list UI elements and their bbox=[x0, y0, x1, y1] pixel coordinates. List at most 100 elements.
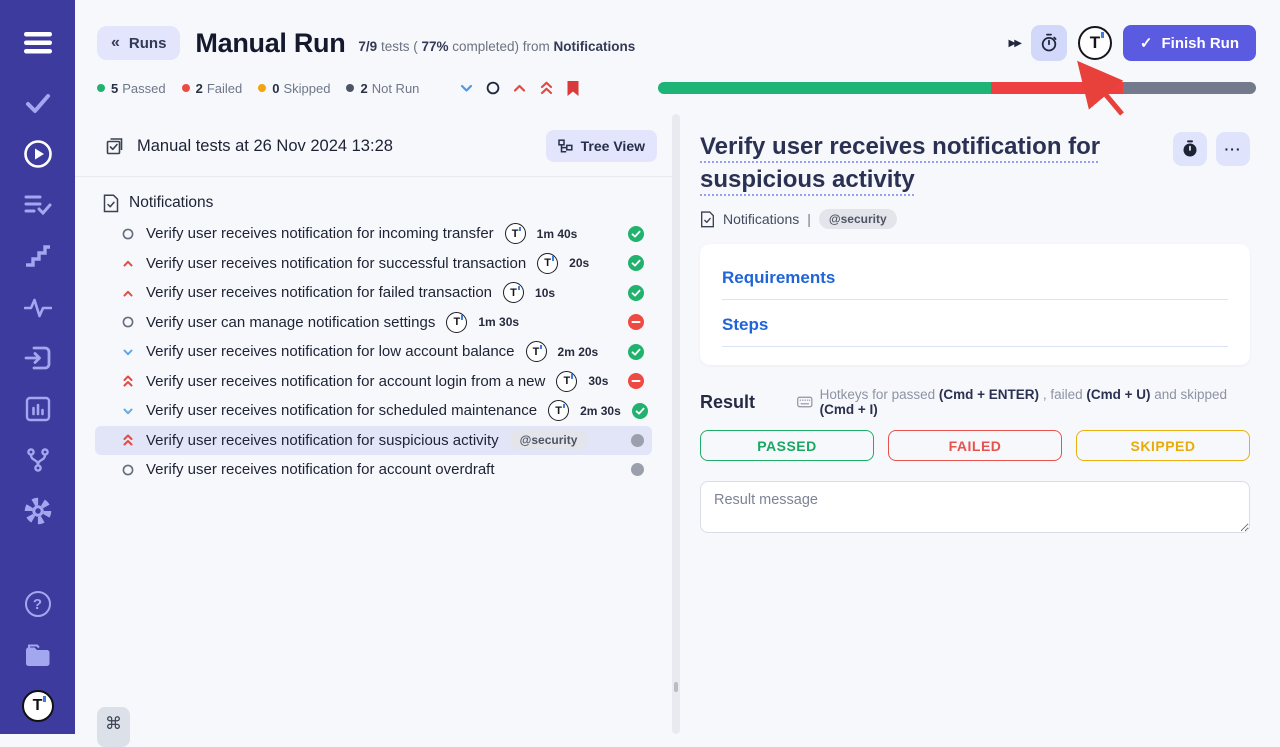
gear-icon bbox=[24, 497, 51, 525]
test-title: Verify user receives notification for lo… bbox=[146, 343, 515, 361]
hotkeys-hint: Hotkeys for passed (Cmd + ENTER) , faile… bbox=[797, 387, 1250, 417]
sidebar-item-tests[interactable] bbox=[21, 86, 55, 120]
result-passed-icon bbox=[631, 402, 648, 419]
command-icon: ⌘ bbox=[105, 714, 122, 733]
sidebar-item-pulse[interactable] bbox=[21, 290, 55, 324]
priority-normal-icon bbox=[121, 227, 135, 241]
percent-completed: 77% bbox=[421, 38, 449, 54]
logo-icon[interactable]: T bbox=[1077, 26, 1112, 60]
test-list: Notifications Verify user receives notif… bbox=[75, 177, 672, 485]
main-area: « Runs Manual Run 7/9 tests ( 77% comple… bbox=[75, 0, 1280, 747]
breadcrumb-folder[interactable]: Notifications bbox=[723, 211, 800, 227]
pane-divider[interactable] bbox=[672, 114, 680, 734]
result-message-input[interactable] bbox=[700, 481, 1250, 533]
tests-fraction: 7/9 bbox=[358, 38, 378, 54]
test-detail-pane: Verify user receives notification for su… bbox=[680, 114, 1280, 734]
progress-notrun-segment bbox=[1123, 82, 1256, 94]
sidebar-item-runs[interactable] bbox=[21, 137, 55, 171]
back-to-runs-button[interactable]: « Runs bbox=[97, 26, 181, 60]
steps-link[interactable]: Steps bbox=[722, 315, 1228, 347]
more-icon: ··· bbox=[1224, 141, 1242, 157]
filter-icons bbox=[459, 80, 580, 97]
count-not-run: 2 Not Run bbox=[346, 81, 419, 96]
test-row[interactable]: Verify user receives notification for su… bbox=[95, 249, 652, 279]
priority-highest-icon bbox=[121, 432, 135, 448]
bookmark-icon[interactable] bbox=[566, 80, 580, 97]
sidebar-item-test-plans[interactable] bbox=[21, 188, 55, 222]
bar-chart-icon bbox=[25, 396, 50, 422]
sidebar-menu-button[interactable] bbox=[21, 26, 55, 60]
content-area: Manual tests at 26 Nov 2024 13:28 Tree V… bbox=[75, 114, 1280, 747]
result-not-run-icon bbox=[631, 433, 644, 447]
pulse-icon bbox=[23, 298, 52, 318]
app-sidebar: ? T bbox=[0, 0, 75, 734]
page-title: Manual Run bbox=[195, 27, 346, 58]
branch-icon bbox=[26, 448, 49, 472]
test-row-selected[interactable]: Verify user receives notification for su… bbox=[95, 425, 652, 455]
test-row[interactable]: Verify user receives notification for ac… bbox=[95, 455, 652, 485]
check-icon bbox=[25, 94, 50, 113]
suite-name: Notifications bbox=[129, 194, 214, 211]
breadcrumb-tag[interactable]: @security bbox=[818, 209, 897, 229]
test-duration: 1m 40s bbox=[536, 226, 578, 241]
priority-normal-icon bbox=[121, 315, 135, 329]
logo-icon: T bbox=[537, 252, 559, 274]
finish-run-button[interactable]: ✓ Finish Run bbox=[1122, 25, 1256, 61]
test-row[interactable]: Verify user receives notification for fa… bbox=[95, 278, 652, 308]
command-shortcut-button[interactable]: ⌘ bbox=[97, 707, 130, 747]
test-duration: 20s bbox=[569, 256, 590, 271]
double-chevron-up-filter-icon[interactable] bbox=[539, 80, 554, 96]
sidebar-item-projects[interactable] bbox=[21, 638, 55, 672]
fast-forward-icon[interactable]: ▶▶ bbox=[1008, 37, 1022, 49]
sidebar-item-import[interactable] bbox=[21, 341, 55, 375]
back-chevrons-icon: « bbox=[111, 34, 120, 51]
detail-more-button[interactable]: ··· bbox=[1216, 132, 1250, 166]
tree-view-button[interactable]: Tree View bbox=[545, 130, 657, 162]
stairs-icon bbox=[25, 245, 50, 267]
detail-timer-button[interactable] bbox=[1173, 132, 1207, 166]
count-failed: 2 Failed bbox=[181, 81, 242, 96]
circle-filter-icon[interactable] bbox=[486, 81, 500, 95]
stopwatch-filled-icon bbox=[1183, 140, 1197, 157]
priority-highest-icon bbox=[121, 373, 135, 389]
requirements-link[interactable]: Requirements bbox=[722, 268, 1228, 300]
result-passed-icon bbox=[628, 225, 644, 242]
skipped-dot-icon bbox=[258, 84, 267, 92]
result-not-run-icon bbox=[631, 463, 644, 477]
result-heading: Result bbox=[700, 391, 756, 412]
count-skipped: 0 Skipped bbox=[258, 81, 330, 96]
not-run-dot-icon bbox=[346, 84, 355, 92]
sidebar-item-reports[interactable] bbox=[21, 392, 55, 426]
test-row[interactable]: Verify user can manage notification sett… bbox=[95, 308, 652, 338]
failed-button[interactable]: FAILED bbox=[888, 430, 1062, 461]
passed-button[interactable]: PASSED bbox=[700, 430, 874, 461]
chevron-up-filter-icon[interactable] bbox=[512, 81, 527, 95]
sidebar-item-branches[interactable] bbox=[21, 443, 55, 477]
test-row[interactable]: Verify user receives notification for in… bbox=[95, 219, 652, 249]
logo-icon: T bbox=[446, 311, 468, 333]
logo-icon: T bbox=[504, 223, 526, 245]
run-header: Manual tests at 26 Nov 2024 13:28 Tree V… bbox=[75, 114, 672, 177]
test-tag: @security bbox=[509, 430, 588, 451]
timer-button[interactable] bbox=[1030, 25, 1067, 61]
test-title: Verify user receives notification for fa… bbox=[146, 284, 493, 302]
sidebar-item-help[interactable]: ? bbox=[21, 587, 55, 621]
stopwatch-icon bbox=[1041, 33, 1057, 52]
test-row[interactable]: Verify user receives notification for sc… bbox=[95, 396, 652, 426]
sidebar-logo[interactable]: T bbox=[21, 689, 55, 723]
play-circle-icon bbox=[23, 140, 52, 168]
test-row[interactable]: Verify user receives notification for ac… bbox=[95, 367, 652, 397]
sidebar-item-steps[interactable] bbox=[21, 239, 55, 273]
skipped-button[interactable]: SKIPPED bbox=[1076, 430, 1250, 461]
detail-card: Requirements Steps bbox=[700, 244, 1250, 365]
count-passed: 5 Passed bbox=[97, 81, 166, 96]
result-failed-icon bbox=[628, 373, 644, 390]
suite-folder-row[interactable]: Notifications bbox=[75, 187, 672, 219]
priority-high-icon bbox=[121, 256, 135, 270]
test-duration: 1m 30s bbox=[478, 315, 520, 330]
test-row[interactable]: Verify user receives notification for lo… bbox=[95, 337, 652, 367]
sidebar-item-settings[interactable] bbox=[21, 494, 55, 528]
suite-document-icon bbox=[103, 193, 119, 212]
test-title: Verify user can manage notification sett… bbox=[146, 313, 436, 331]
chevron-down-filter-icon[interactable] bbox=[459, 81, 474, 95]
